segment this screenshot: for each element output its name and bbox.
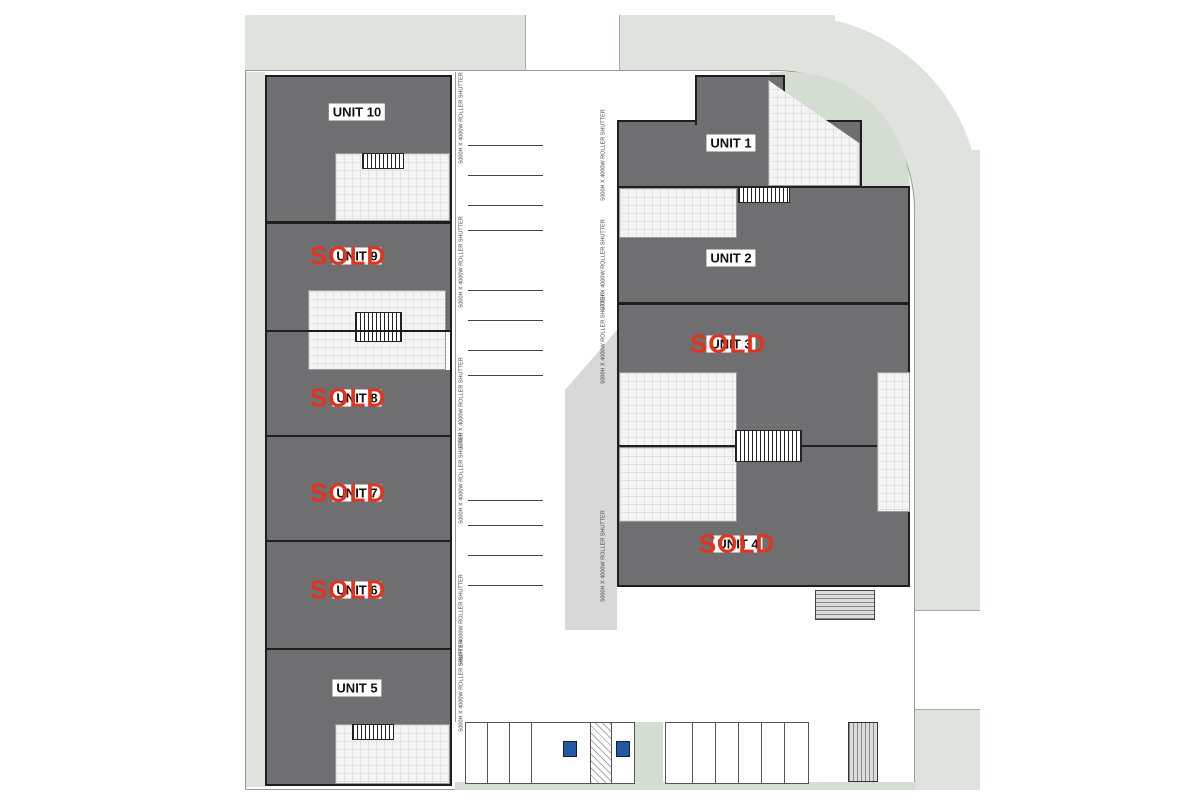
unit-4[interactable] xyxy=(617,445,910,587)
parking-bay-accessible xyxy=(531,722,592,784)
shutter-label: 5000H X 4000W ROLLER SHUTTER xyxy=(600,109,607,201)
shutter-label: 5000H X 4000W ROLLER SHUTTER xyxy=(458,216,465,308)
unit-3[interactable] xyxy=(617,303,910,447)
bin-enclosure xyxy=(815,590,875,620)
unit-8-label: UNIT 8 xyxy=(332,389,382,407)
parking-bay xyxy=(465,722,489,784)
sold-badge-unit-7: SOLD xyxy=(309,477,387,508)
shutter-label: 5000H X 4000W ROLLER SHUTTER xyxy=(458,432,465,524)
stair-icon xyxy=(735,430,802,462)
driveway-line xyxy=(455,72,456,722)
unit-5[interactable] xyxy=(265,648,452,786)
sold-badge-unit-6: SOLD xyxy=(309,574,387,605)
parking-bay xyxy=(487,722,511,784)
accessible-parking-icon xyxy=(616,741,630,757)
unit-4-label: UNIT 4 xyxy=(713,535,763,553)
parking-bay-accessible xyxy=(611,722,635,784)
shared-zone xyxy=(590,722,613,784)
stair-icon xyxy=(738,187,790,203)
unit-7-label: UNIT 7 xyxy=(332,484,382,502)
unit-6-label: UNIT 6 xyxy=(332,581,382,599)
sold-badge-unit-8: SOLD xyxy=(309,382,387,413)
shadow xyxy=(565,330,617,630)
sold-badge-unit-3: SOLD xyxy=(689,328,767,359)
parking-bay xyxy=(509,722,533,784)
unit-5-label: UNIT 5 xyxy=(332,679,382,697)
driveway-top xyxy=(525,15,620,70)
landscape-bottom xyxy=(455,782,915,790)
unit-10-label: UNIT 10 xyxy=(328,103,386,121)
shutter-label: 5000H X 4000W ROLLER SHUTTER xyxy=(600,510,607,602)
unit-10[interactable] xyxy=(265,75,452,223)
bin-store xyxy=(848,722,878,782)
stair-icon xyxy=(355,312,402,342)
unit-2-label: UNIT 2 xyxy=(706,249,756,267)
shutter-label: 5000H X 4000W ROLLER SHUTTER xyxy=(458,640,465,732)
unit-9-label: UNIT 9 xyxy=(332,247,382,265)
amenities xyxy=(877,372,910,512)
sold-badge-unit-9: SOLD xyxy=(309,240,387,271)
side-strip xyxy=(246,72,265,787)
shutter-label: 5000H X 4000W ROLLER SHUTTER xyxy=(458,72,465,164)
unit-3-label: UNIT 3 xyxy=(706,335,756,353)
shutter-label: 5000H X 4000W ROLLER SHUTTER xyxy=(600,292,607,384)
sold-badge-unit-4: SOLD xyxy=(698,528,776,559)
unit-2[interactable] xyxy=(617,186,910,304)
driveway-right xyxy=(915,610,980,710)
unit-1-label: UNIT 1 xyxy=(706,134,756,152)
accessible-parking-icon xyxy=(563,741,577,757)
